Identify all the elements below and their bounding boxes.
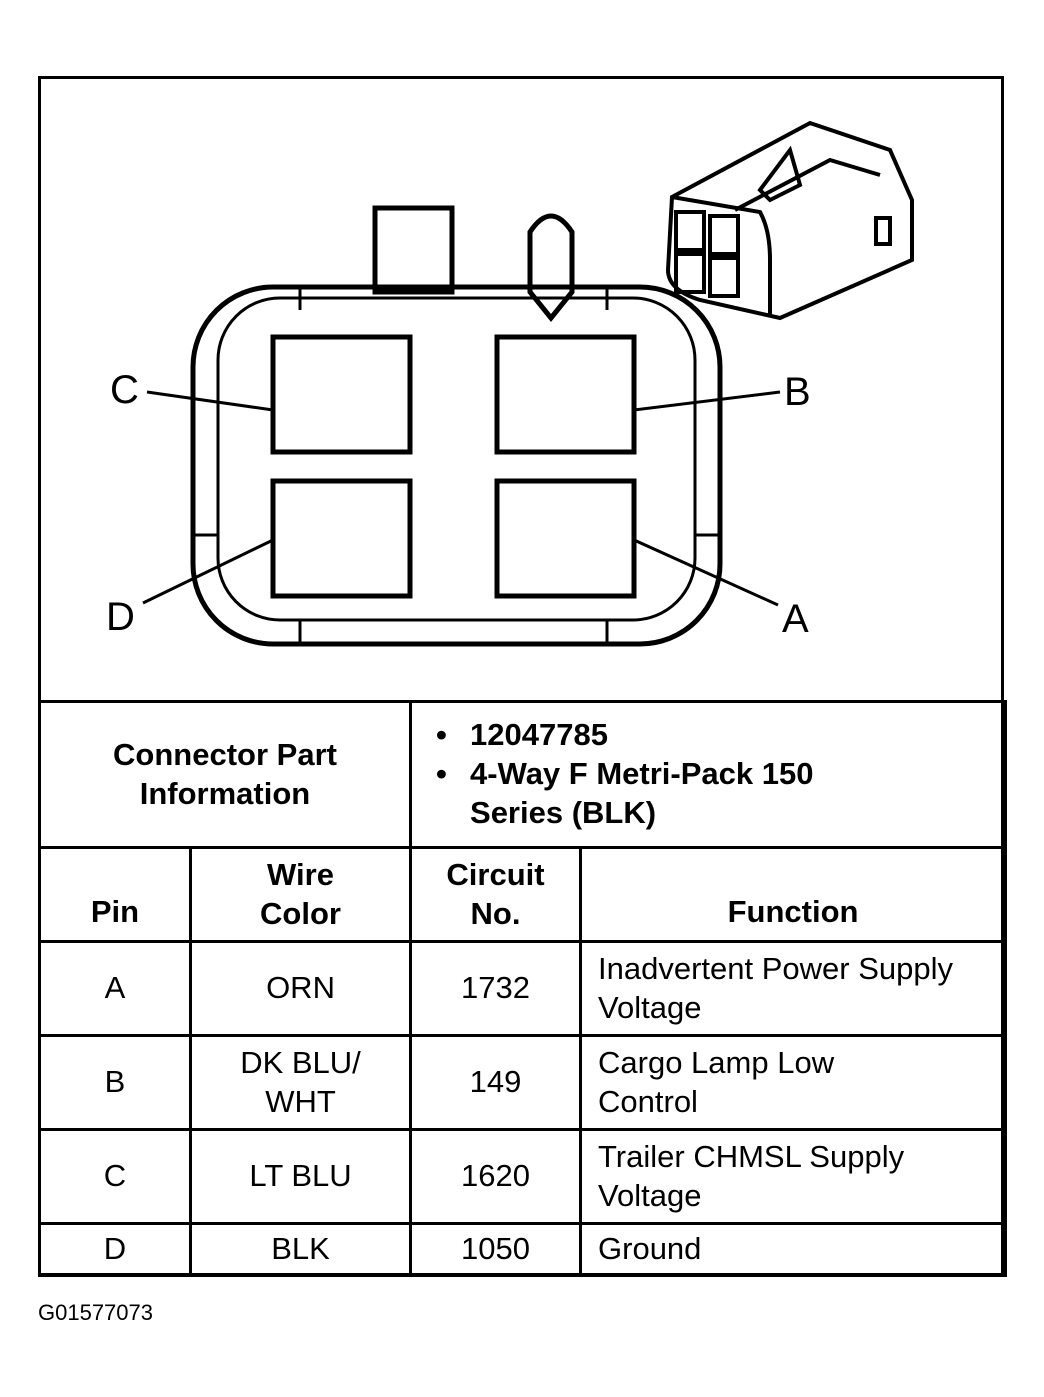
- connector-info-label: Connector Part Information: [37, 700, 413, 849]
- column-header-function: Function: [579, 846, 1008, 943]
- column-header-circuit: Circuit No.: [409, 846, 583, 943]
- connector-isometric-icon: [665, 120, 914, 321]
- pin-cell: B: [38, 1034, 192, 1131]
- connector-inner-outline: [216, 296, 697, 622]
- connector-part-number: 12047785: [436, 716, 1004, 755]
- connector-type: 4-Way F Metri-Pack 150 Series (BLK): [436, 755, 1004, 833]
- table-header-row: Pin Wire Color Circuit No. Function: [38, 846, 1008, 943]
- circuit-cell: 149: [409, 1034, 583, 1131]
- column-header-wire-color: Wire Color: [188, 846, 413, 943]
- connector-info-values: 12047785 4-Way F Metri-Pack 150 Series (…: [409, 700, 1008, 849]
- leader-line-d: [142, 538, 274, 605]
- leader-line-b: [633, 390, 781, 412]
- table-row: C LT BLU 1620 Trailer CHMSL Supply Volta…: [38, 1128, 1008, 1225]
- connector-pinout-table: Connector Part Information 12047785 4-Wa…: [37, 700, 1008, 1277]
- connector-face-diagram: [142, 120, 914, 647]
- pin-cavity-a: [494, 478, 637, 599]
- connector-info-row: Connector Part Information 12047785 4-Wa…: [37, 700, 1008, 849]
- wire-color-cell: LT BLU: [188, 1128, 413, 1225]
- pin-cavity-c: [270, 334, 413, 455]
- pin-label-d: D: [106, 595, 135, 639]
- function-cell: Ground: [579, 1222, 1008, 1277]
- circuit-cell: 1620: [409, 1128, 583, 1225]
- wire-color-cell: BLK: [188, 1222, 413, 1277]
- table-row: B DK BLU/ WHT 149 Cargo Lamp Low Control: [38, 1034, 1008, 1131]
- pin-cavity-d: [270, 478, 413, 599]
- column-header-pin: Pin: [38, 846, 192, 943]
- pin-cell: D: [38, 1222, 192, 1277]
- function-cell: Cargo Lamp Low Control: [579, 1034, 1008, 1131]
- pin-label-c: C: [110, 368, 139, 412]
- pin-cell: A: [38, 940, 192, 1037]
- table-row: A ORN 1732 Inadvertent Power Supply Volt…: [38, 940, 1008, 1037]
- pin-label-a: A: [782, 597, 809, 641]
- wire-color-cell: ORN: [188, 940, 413, 1037]
- connector-housing: [190, 284, 723, 647]
- connector-key: [527, 213, 575, 322]
- figure-id: G01577073: [38, 1300, 153, 1325]
- pin-cavity-b: [494, 334, 637, 455]
- leader-line-a: [633, 538, 779, 607]
- function-cell: Inadvertent Power Supply Voltage: [579, 940, 1008, 1037]
- pin-label-b: B: [784, 370, 811, 414]
- function-cell: Trailer CHMSL Supply Voltage: [579, 1128, 1008, 1225]
- connector-tab: [372, 205, 455, 295]
- circuit-cell: 1732: [409, 940, 583, 1037]
- leader-line-c: [146, 390, 274, 412]
- wire-color-cell: DK BLU/ WHT: [188, 1034, 413, 1131]
- table-row: D BLK 1050 Ground: [38, 1222, 1008, 1277]
- circuit-cell: 1050: [409, 1222, 583, 1277]
- pin-cell: C: [38, 1128, 192, 1225]
